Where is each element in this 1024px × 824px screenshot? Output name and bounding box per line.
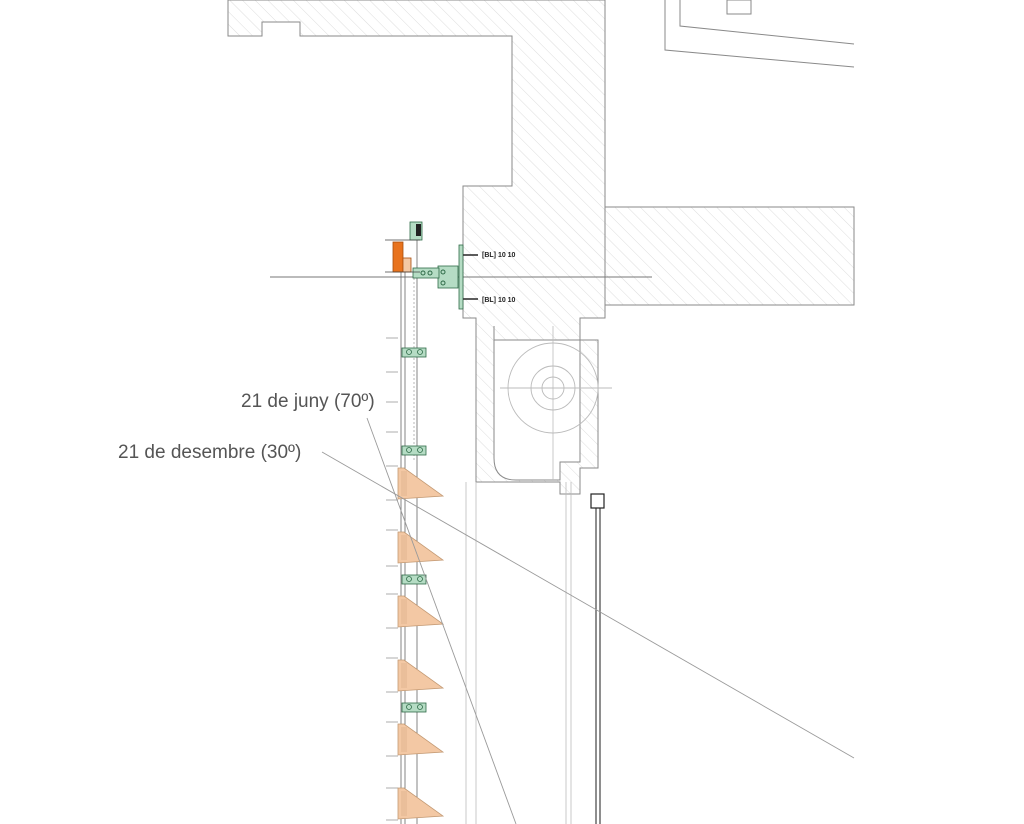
louver-fin: [397, 723, 445, 756]
louver-fin: [397, 467, 445, 500]
winter-sun-line: [321, 451, 855, 759]
top-bracket: [437, 265, 459, 289]
louver-fin: [397, 787, 445, 820]
sun-angle-lines: 21 de juny (70º) 21 de desembre (30º): [118, 391, 855, 824]
winter-sun-label: 21 de desembre (30º): [118, 442, 301, 463]
room-outline-inner: [679, 0, 855, 45]
anchor-fixings: [BL] 10 10 [BL] 10 10: [458, 244, 516, 310]
anchor-label-lower: [BL] 10 10: [482, 297, 516, 304]
gasket-ticks: [386, 337, 398, 821]
summer-sun-line: [366, 417, 517, 824]
louver-fin: [397, 531, 445, 564]
orange-flashing: [392, 241, 404, 273]
floor-slab: [604, 206, 855, 306]
room-small-box: [726, 0, 752, 15]
vertical-guides: [465, 326, 572, 824]
square-marker-icon: [590, 493, 605, 509]
louver-fin: [397, 659, 445, 692]
downpipe: [590, 493, 605, 824]
head-assembly: [385, 221, 459, 289]
summer-sun-label: 21 de juny (70º): [241, 391, 375, 412]
circle-symbol-icon: [500, 342, 612, 434]
anchor-label-upper: [BL] 10 10: [482, 252, 516, 259]
room-outline-outer: [664, 0, 855, 68]
louver-fin: [397, 595, 445, 628]
concrete-structure: [227, 0, 855, 495]
louver-fins: [397, 467, 445, 820]
mullion-clip-bolts: [406, 349, 423, 710]
